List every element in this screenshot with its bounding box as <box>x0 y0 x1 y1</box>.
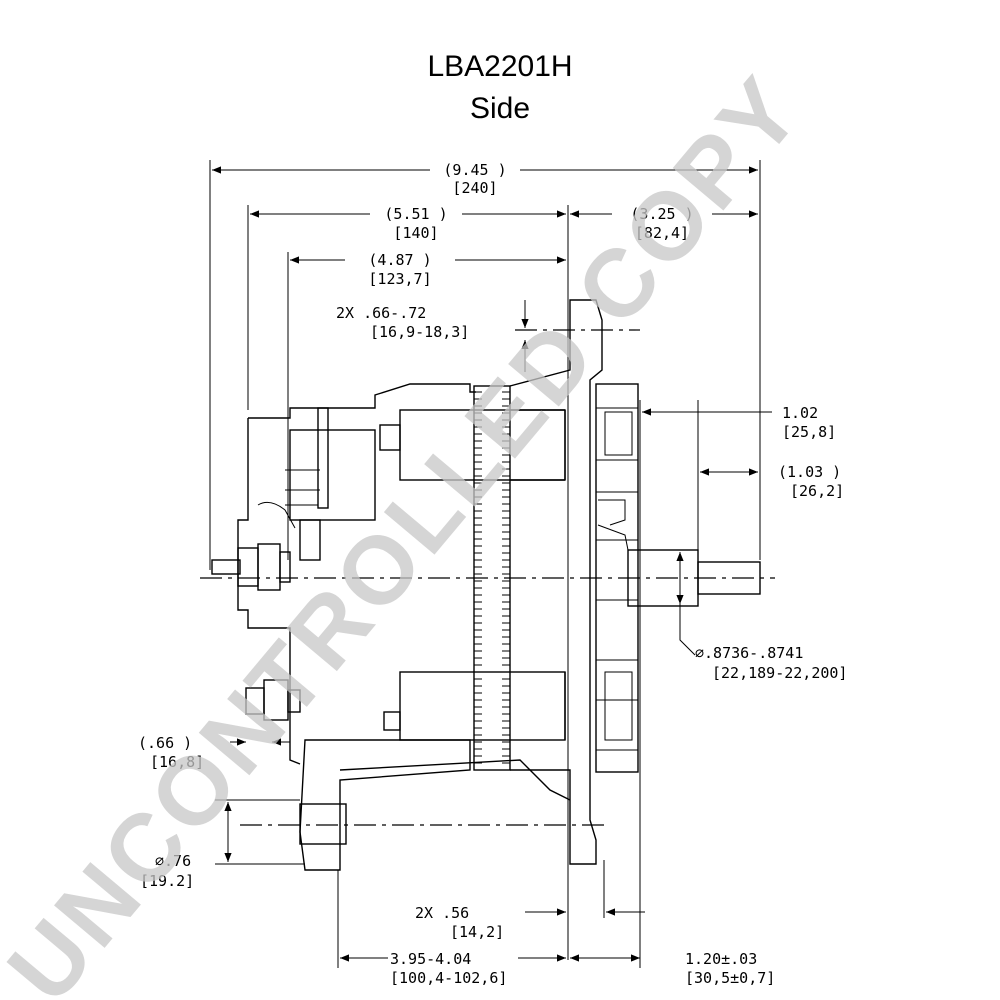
dim-ear-span-in: 3.95-4.04 <box>390 950 471 968</box>
dim-term-off-in: (.66 ) <box>138 734 192 752</box>
dim-terminal-in: (4.87 ) <box>368 251 431 269</box>
dim-front-in: (5.51 ) <box>384 205 447 223</box>
dim-rear-in: (3.25 ) <box>630 205 693 223</box>
dim-shaft-len-mm: [26,2] <box>790 482 844 500</box>
dim-shaft-dia-mm: [22,189-22,200] <box>712 664 847 682</box>
dim-hub-in: 1.02 <box>782 404 818 422</box>
dim-pulley-in: 1.20±.03 <box>685 950 757 968</box>
dim-hub-mm: [25,8] <box>782 423 836 441</box>
dim-rear-mm: [82,4] <box>635 224 689 242</box>
dim-front-mm: [140] <box>393 224 438 242</box>
dim-hole-dia-in: ∅.76 <box>155 852 191 870</box>
uncontrolled-copy-watermark: UNCONTROLLED COPY <box>0 56 823 1000</box>
dim-shaft-dia-in: ∅.8736-.8741 <box>695 644 803 662</box>
dim-ear-2x-in: 2X .56 <box>415 904 469 922</box>
dim-mount-2x-mm: [16,9-18,3] <box>370 323 469 341</box>
drawing-title: LBA2201H <box>427 50 572 83</box>
extension-lines <box>209 160 761 968</box>
dim-ear-span-mm: [100,4-102,6] <box>390 969 507 987</box>
dim-hole-dia-mm: [19.2] <box>140 872 194 890</box>
dim-shaft-len-in: (1.03 ) <box>778 463 841 481</box>
dim-pulley-mm: [30,5±0,7] <box>685 969 775 987</box>
dim-terminal-mm: [123,7] <box>368 270 431 288</box>
dim-ear-2x-mm: [14,2] <box>450 923 504 941</box>
dim-mount-2x-in: 2X .66-.72 <box>336 304 426 322</box>
dim-term-off-mm: [16,8] <box>150 753 204 771</box>
view-label: Side <box>470 92 530 125</box>
dimension-lines <box>212 166 772 962</box>
dim-overall-in: (9.45 ) <box>443 161 506 179</box>
dimension-labels: (9.45 ) [240] (5.51 ) [140] (3.25 ) [82,… <box>138 161 847 987</box>
dim-overall-mm: [240] <box>452 179 497 197</box>
